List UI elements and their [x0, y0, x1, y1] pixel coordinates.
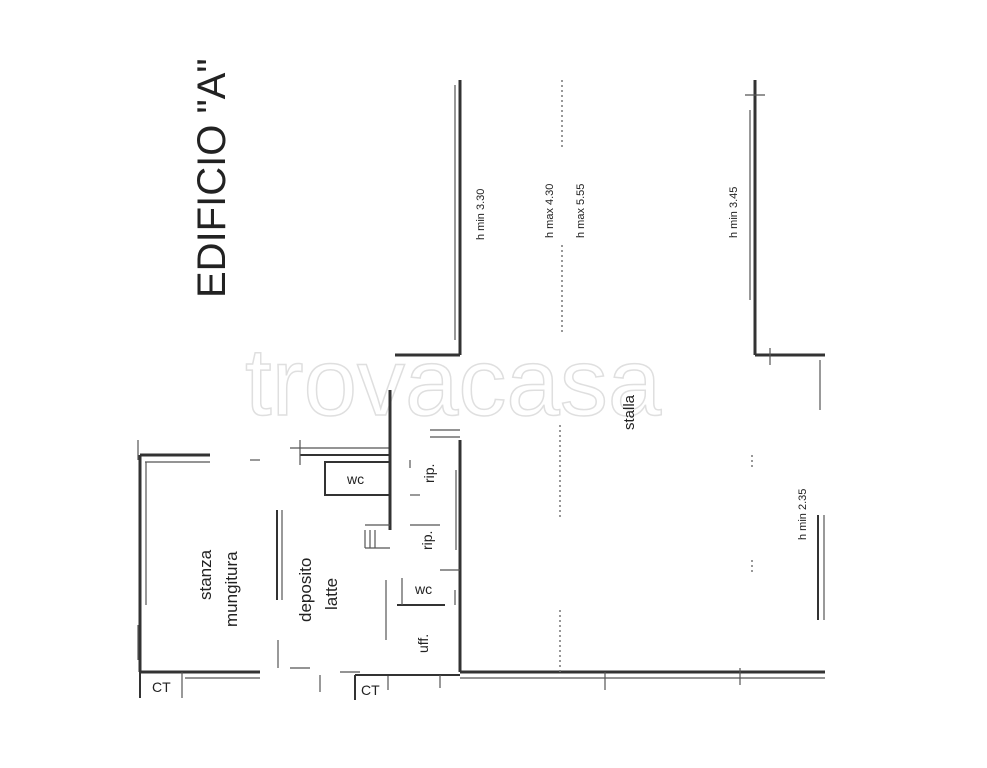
room-label-rip-1: rip. [421, 464, 437, 483]
service-room-walls [137, 390, 460, 700]
room-label-rip-2: rip. [419, 531, 435, 550]
room-label-ct-2: CT [361, 682, 380, 698]
room-label-deposito: deposito [296, 558, 315, 622]
room-label-stanza: stanza [196, 549, 215, 600]
room-label-wc-1: wc [346, 471, 364, 487]
height-label-h-max-555: h max 5.55 [575, 184, 587, 238]
height-label-h-min-345: h min 3.45 [728, 187, 740, 238]
room-label-uff: uff. [415, 634, 431, 653]
height-label-h-min-330: h min 3.30 [475, 189, 487, 240]
height-label-h-min-235: h min 2.35 [797, 489, 809, 540]
watermark: trovacasa [245, 329, 662, 436]
room-label-wc-2: wc [414, 581, 432, 597]
building-title: EDIFICIO "A" [190, 58, 234, 298]
room-label-stalla: stalla [621, 394, 638, 430]
room-label-mungitura: mungitura [222, 551, 241, 627]
room-label-latte: latte [322, 578, 341, 610]
stalla-walls [395, 80, 825, 690]
height-label-h-max-430: h max 4.30 [544, 184, 556, 238]
room-label-ct-1: CT [152, 679, 171, 695]
roof-ridge-lines [559, 80, 753, 675]
